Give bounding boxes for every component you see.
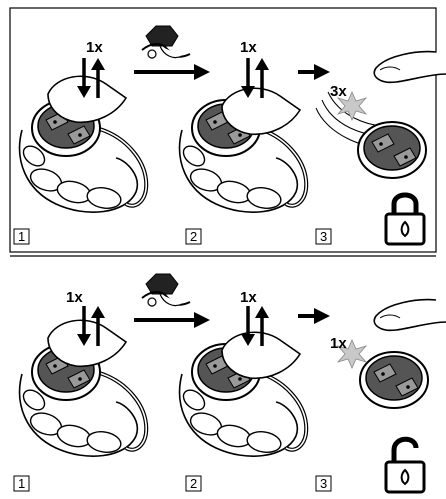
unlock-step-3: 1x 3 bbox=[316, 300, 446, 492]
press-count-label: 3x bbox=[330, 83, 347, 100]
padlock-open-icon bbox=[386, 439, 424, 492]
right-arrow-icon bbox=[298, 308, 330, 324]
car-key-icon bbox=[142, 26, 190, 58]
press-count-label: 1x bbox=[330, 335, 347, 352]
remote-icon bbox=[358, 122, 426, 178]
finger-icon bbox=[374, 300, 446, 331]
press-count-label: 1x bbox=[240, 39, 257, 56]
lock-step-1: 1x 1 bbox=[14, 39, 146, 244]
step-number: 3 bbox=[320, 476, 327, 491]
lock-panel: 1x 1 1x 2 bbox=[10, 8, 446, 252]
step-number: 3 bbox=[320, 229, 327, 244]
unlock-step-1: 1x 1 bbox=[14, 289, 146, 491]
lock-step-3: 3x 3 bbox=[316, 52, 446, 244]
unlock-panel: 1x 1 1x 2 1x bbox=[14, 274, 446, 492]
finger-icon bbox=[374, 52, 446, 83]
press-count-label: 1x bbox=[86, 39, 103, 56]
right-arrow-icon bbox=[134, 64, 210, 80]
press-count-label: 1x bbox=[66, 289, 83, 306]
remote-icon bbox=[360, 352, 428, 408]
step-number: 1 bbox=[18, 229, 25, 244]
car-key-icon bbox=[142, 274, 190, 306]
step-number: 1 bbox=[18, 476, 25, 491]
step-number: 2 bbox=[190, 229, 197, 244]
thumb-icon bbox=[48, 320, 126, 366]
step-number: 2 bbox=[190, 476, 197, 491]
padlock-closed-icon bbox=[386, 195, 424, 244]
thumb-icon bbox=[48, 76, 126, 122]
press-count-label: 1x bbox=[240, 289, 257, 306]
right-arrow-icon bbox=[134, 312, 210, 328]
right-arrow-icon bbox=[298, 64, 330, 80]
